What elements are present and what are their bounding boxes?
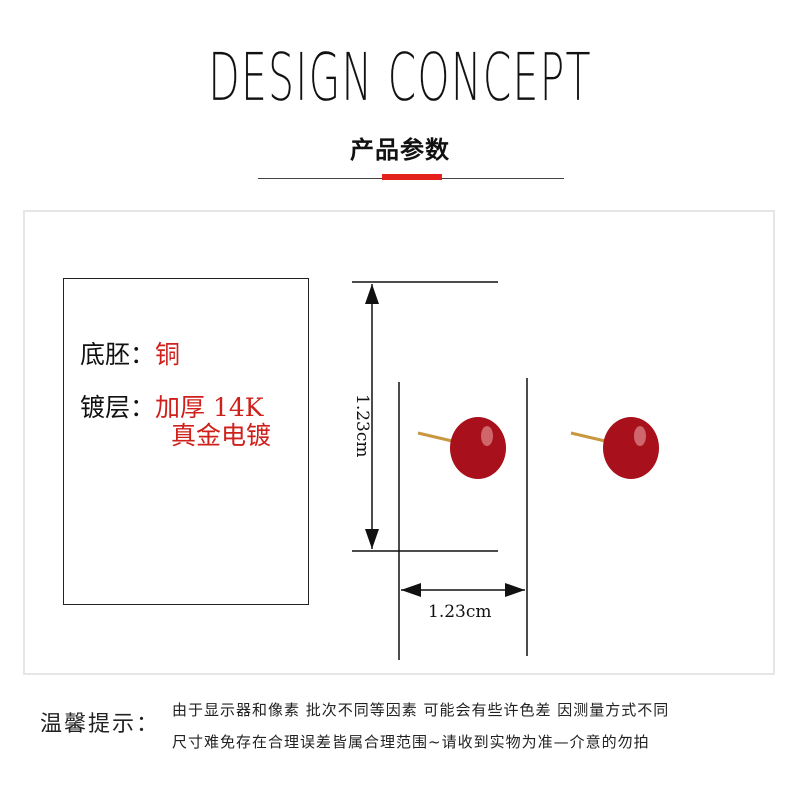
page-title: DESIGN CONCEPT bbox=[208, 39, 592, 116]
plating-value-2: 真金电镀 bbox=[171, 421, 272, 450]
product-frame bbox=[23, 210, 775, 675]
arrow-left-icon bbox=[401, 583, 421, 597]
spec-box: 底胚：铜 镀层：加厚 14K 真金电镀 bbox=[63, 278, 309, 605]
spec-base: 底胚：铜 bbox=[80, 341, 180, 369]
width-label: 1.23cm bbox=[428, 602, 492, 622]
notice-line-2: 尺寸难免存在合理误差皆属合理范围~请收到实物为准—介意的勿拍 bbox=[172, 733, 650, 751]
earring-left bbox=[417, 417, 506, 479]
base-value: 铜 bbox=[155, 340, 181, 369]
notice-label: 温馨提示： bbox=[40, 712, 161, 737]
plating-value-1: 加厚 14K bbox=[155, 393, 264, 422]
arrow-down-icon bbox=[365, 529, 379, 549]
base-label: 底胚： bbox=[80, 340, 156, 369]
spec-plating: 镀层：加厚 14K bbox=[80, 394, 263, 422]
height-label: 1.23cm bbox=[352, 394, 372, 458]
arrow-right-icon bbox=[505, 583, 525, 597]
accent-bar bbox=[382, 174, 442, 180]
plating-label: 镀层： bbox=[80, 393, 156, 422]
arrow-up-icon bbox=[365, 284, 379, 304]
earring-right bbox=[570, 417, 659, 479]
section-subtitle: 产品参数 bbox=[350, 136, 450, 164]
notice-line-1: 由于显示器和像素 批次不同等因素 可能会有些许色差 因测量方式不同 bbox=[172, 701, 670, 719]
